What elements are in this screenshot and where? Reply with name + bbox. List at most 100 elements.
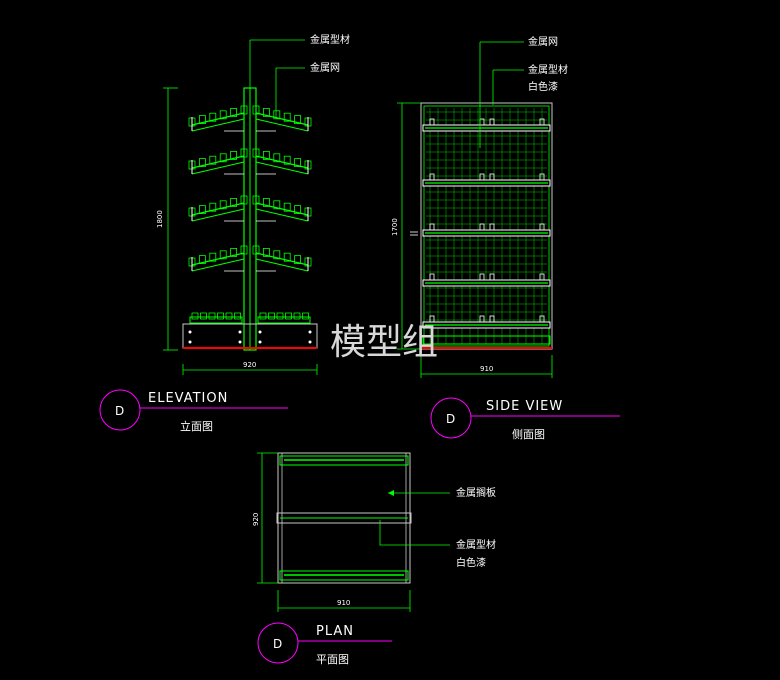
shelf-wire: [219, 153, 227, 163]
elevation-label-mesh: 金属网: [310, 61, 340, 74]
shelf-edge: [255, 208, 309, 222]
shelf-wire: [273, 110, 281, 120]
side-subtitle: 侧面图: [512, 428, 545, 441]
base-bolt: [258, 340, 262, 344]
shelf-wire: [219, 200, 227, 210]
shelf-clip: [429, 315, 435, 323]
shelf-wire: [230, 197, 238, 207]
shelf-wire: [209, 202, 217, 212]
shelf-wire: [208, 312, 216, 320]
shelf-wire: [252, 105, 260, 115]
shelf-wire: [219, 110, 227, 120]
plan-center-rail: [276, 512, 412, 524]
shelf-wire: [302, 312, 309, 320]
shelf-wire: [262, 150, 270, 160]
shelf-wire: [198, 115, 206, 124]
side-title: SIDE VIEW: [486, 399, 563, 414]
side-label-mesh: 金属网: [528, 35, 558, 48]
shelf-wire: [198, 158, 206, 168]
shelf-wire: [217, 312, 224, 320]
watermark: 模型组: [330, 322, 438, 363]
side-dim-width: 910: [480, 365, 493, 373]
shelf-clip: [429, 223, 435, 231]
shelf-wire: [252, 195, 260, 205]
side-circle-letter: D: [446, 412, 455, 426]
shelf-wire: [234, 312, 241, 320]
elevation-label-profile: 金属型材: [310, 33, 350, 46]
shelf-edge: [191, 112, 245, 126]
shelf-clip: [489, 173, 495, 181]
shelf-wire: [209, 252, 217, 262]
shelf-wire: [252, 245, 260, 255]
shelf-wire: [240, 195, 248, 205]
shelf-clip: [539, 273, 545, 281]
shelf-clip: [489, 118, 495, 126]
shelf-edge: [191, 258, 245, 272]
base-bolt: [238, 330, 242, 334]
shelf-wire: [294, 255, 302, 265]
shelf-wire: [283, 202, 291, 212]
base-bolt: [308, 330, 312, 334]
shelf-wire: [273, 153, 281, 163]
shelf-clip: [539, 223, 545, 231]
plan-shelf-edge-bottom: [279, 570, 409, 581]
base-bolt: [258, 330, 262, 334]
side-dim-height: 1700: [391, 218, 399, 236]
shelf-wire: [225, 312, 233, 320]
base-bolt: [238, 340, 242, 344]
shelf-clip: [429, 118, 435, 126]
plan-view: 金属搁板 金属型材 白色漆 920 910 D PLAN 平面图: [252, 452, 496, 666]
shelf-wire: [198, 205, 206, 215]
shelf-wire: [219, 250, 227, 260]
base-bolt: [308, 340, 312, 344]
elevation-subtitle: 立面图: [180, 419, 213, 433]
shelf-edge: [191, 252, 245, 266]
shelf-wire: [285, 312, 292, 320]
base-bolt: [188, 340, 192, 344]
shelf-wire: [283, 112, 291, 122]
shelf-clip: [479, 173, 485, 181]
shelf-wire: [294, 115, 302, 124]
shelf-wire: [252, 148, 260, 158]
plan-subtitle: 平面图: [316, 653, 349, 666]
shelf-clip: [429, 173, 435, 181]
shelf-clip: [479, 315, 485, 323]
elevation-circle-letter: D: [115, 404, 124, 418]
shelf-clip: [539, 315, 545, 323]
shelf-wire: [294, 158, 302, 168]
shelf-wire: [230, 247, 238, 257]
shelf-clip: [489, 315, 495, 323]
plan-circle-letter: D: [273, 637, 282, 651]
plan-title-circle: [257, 622, 299, 664]
shelf-wire: [262, 247, 270, 257]
shelf-wire: [273, 200, 281, 210]
shelf-wire: [283, 252, 291, 262]
elevation-dim-width: 920: [243, 361, 256, 369]
plan-title: PLAN: [316, 624, 354, 639]
shelf-edge: [255, 161, 309, 175]
plan-label-paint: 白色漆: [456, 556, 486, 569]
shelf-wire: [230, 150, 238, 160]
shelf-wire: [276, 312, 284, 320]
shelf-edge: [255, 112, 309, 126]
plan-label-profile: 金属型材: [456, 538, 496, 551]
side-mesh: [426, 108, 547, 344]
shelf-edge: [255, 252, 309, 266]
shelf-wire: [262, 108, 270, 117]
shelf-edge: [255, 202, 309, 216]
elevation-view: 金属型材 金属网 1800 920 D ELEVATION 立面图: [99, 33, 350, 433]
shelf-clip: [429, 273, 435, 281]
shelf-edge: [191, 202, 245, 216]
plan-shelf-edge-top: [279, 455, 409, 466]
side-label-paint: 白色漆: [528, 80, 558, 93]
side-shelves: [422, 118, 551, 345]
elevation-dim-height: 1800: [156, 210, 164, 228]
shelf-wire: [200, 312, 207, 320]
shelf-wire: [283, 155, 291, 165]
side-view: 金属网 金属型材 白色漆 1700 910 D SIDE VIEW 侧面图: [391, 35, 620, 441]
shelf-wire: [240, 105, 248, 115]
shelf-wire: [268, 312, 275, 320]
bottom-shelf: [257, 316, 311, 324]
base-bolt: [188, 330, 192, 334]
